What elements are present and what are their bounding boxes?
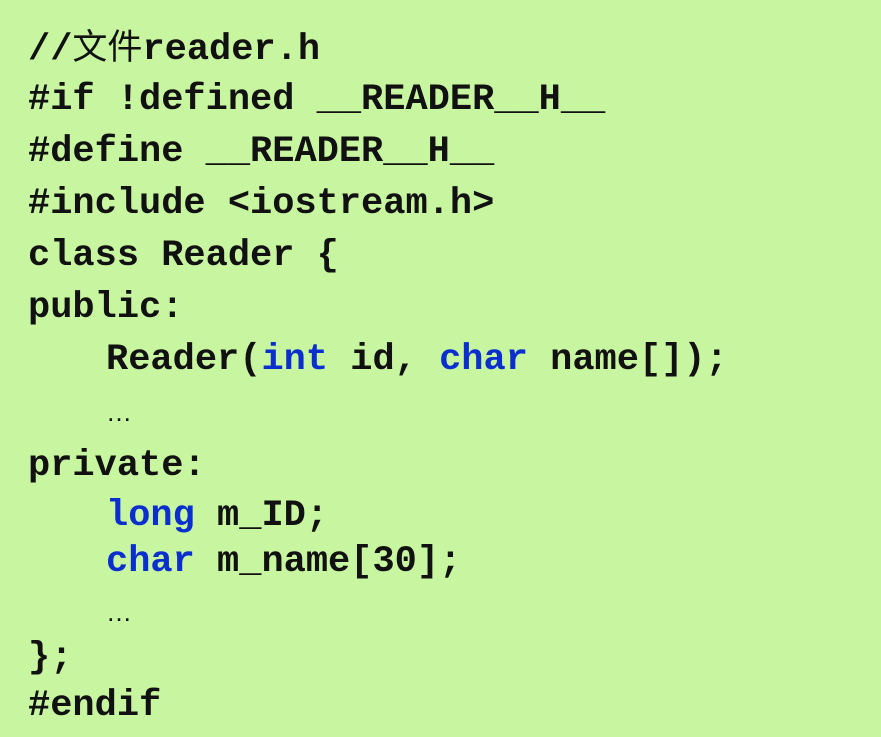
code-line-ellipsis-public: … (28, 386, 132, 438)
keyword-char: char (439, 339, 528, 381)
code-line-class-decl: class Reader { (28, 235, 339, 277)
code-line-public: public: (28, 287, 184, 329)
code-line-include: #include <iostream.h> (28, 183, 495, 225)
keyword-int: int (261, 339, 329, 381)
code-line-define: #define __READER__H__ (28, 131, 495, 173)
code-line-member-name: char m_name[30]; (28, 536, 461, 588)
comment-prefix: // (28, 29, 73, 71)
constructor-name: Reader( (106, 339, 262, 381)
member-name-decl: m_name[30]; (194, 541, 462, 583)
code-line-class-close: }; (28, 637, 73, 679)
comment-filename: reader.h (142, 29, 321, 71)
code-line-private: private: (28, 445, 206, 487)
ellipsis: … (106, 397, 132, 427)
keyword-long: long (106, 495, 195, 537)
ellipsis: … (106, 597, 132, 627)
code-line-endif: #endif (28, 685, 162, 727)
param-id: id, (328, 339, 440, 381)
code-line-ellipsis-private: … (28, 586, 132, 638)
param-name: name[]); (527, 339, 728, 381)
comment-file-label: 文件 (72, 28, 143, 68)
code-line-if-defined: #if !defined __READER__H__ (28, 79, 606, 121)
code-line-file-comment: //文件reader.h (28, 22, 320, 74)
member-id-decl: m_ID; (194, 495, 329, 537)
code-line-constructor: Reader(int id, char name[]); (28, 334, 728, 386)
code-line-member-id: long m_ID; (28, 490, 328, 542)
keyword-char: char (106, 541, 195, 583)
